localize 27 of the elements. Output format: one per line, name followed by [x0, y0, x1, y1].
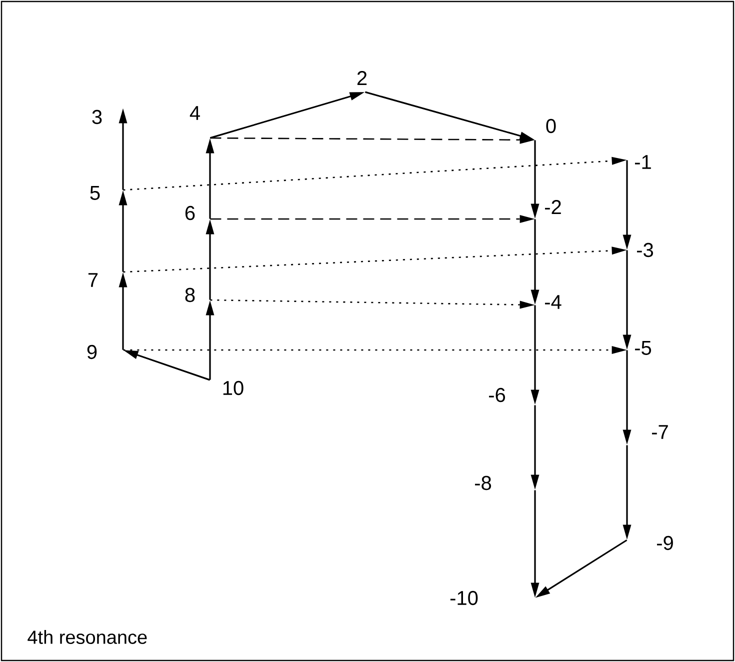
number-label: 4: [190, 106, 200, 120]
number-label: -9: [657, 536, 673, 550]
number-label: 10: [223, 380, 244, 396]
number-label: -4: [545, 295, 562, 309]
arrow: [123, 156, 627, 191]
number-label: -2: [545, 200, 561, 214]
arrow: [210, 299, 535, 309]
number-label: 5: [90, 186, 100, 200]
number-label: 6: [185, 206, 195, 220]
arrow: [210, 136, 535, 144]
number-label: 7: [88, 273, 98, 287]
number-label: 2: [357, 71, 367, 85]
arrow: [123, 346, 627, 354]
caption: 4th resonance: [28, 630, 147, 644]
number-label: 3: [92, 110, 102, 124]
number-label: -1: [635, 155, 651, 169]
arrow: [123, 246, 627, 273]
number-label: -6: [489, 388, 506, 402]
number-label: -3: [637, 242, 654, 258]
number-label: -10: [450, 590, 478, 606]
arrow: [210, 215, 535, 223]
number-label: 9: [87, 344, 97, 360]
number-label: -7: [652, 425, 668, 439]
number-label: 8: [185, 288, 195, 302]
number-label: -5: [635, 341, 652, 355]
number-label: -8: [475, 476, 492, 490]
number-label: 0: [546, 118, 556, 134]
